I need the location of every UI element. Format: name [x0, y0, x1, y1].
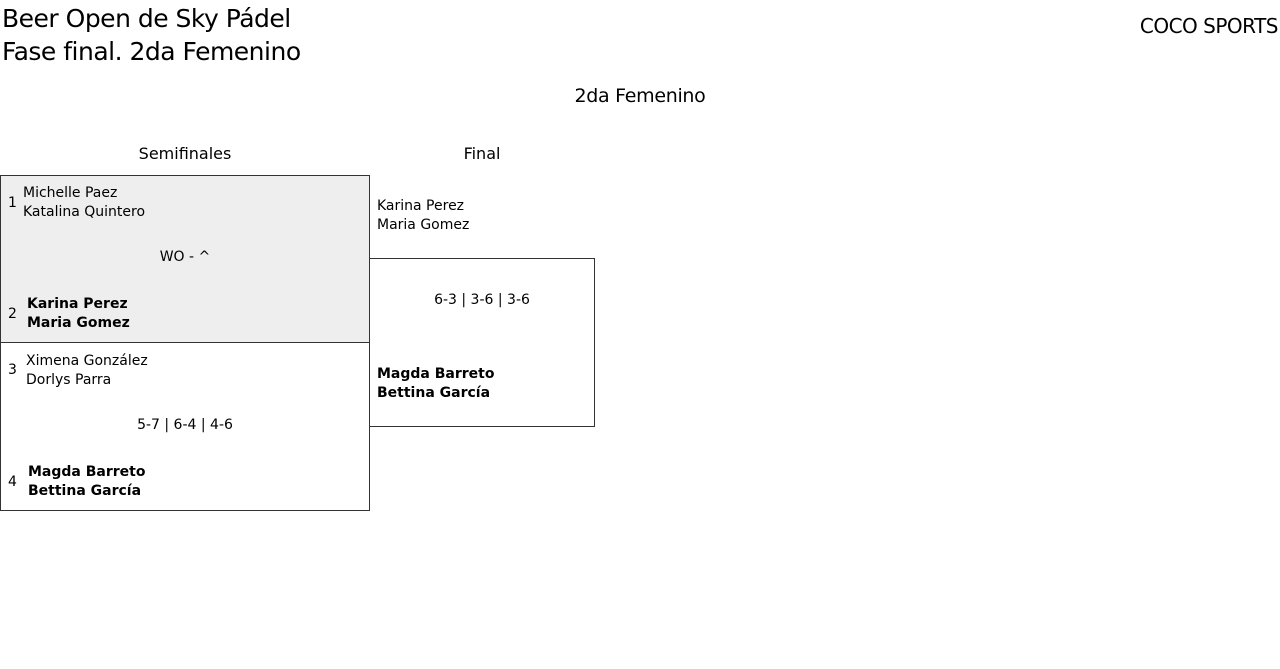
semifinal-match-1[interactable]: 1 Michelle Paez Katalina Quintero WO - ^…: [0, 175, 370, 343]
final-team-2-winner: Magda Barreto Bettina García: [377, 365, 494, 403]
player-name: Katalina Quintero: [23, 204, 146, 220]
match-score: 5-7 | 6-4 | 4-6: [137, 417, 233, 433]
player-name: Dorlys Parra: [26, 372, 112, 388]
player-name: Bettina García: [377, 385, 491, 401]
final-team-1: Karina Perez Maria Gomez: [377, 197, 469, 235]
seed-number: 4: [8, 474, 17, 490]
match-score: 6-3 | 3-6 | 3-6: [434, 292, 530, 308]
phase-name: Fase final. 2da Femenino: [2, 37, 301, 66]
player-name: Magda Barreto: [377, 366, 495, 382]
seed-number: 3: [8, 362, 17, 378]
player-name: Magda Barreto: [28, 464, 146, 480]
semifinal-match-2[interactable]: 3 Ximena González Dorlys Parra 5-7 | 6-4…: [0, 342, 370, 511]
tournament-name: Beer Open de Sky Pádel: [2, 4, 291, 33]
category-title: 2da Femenino: [574, 85, 706, 107]
player-name: Bettina García: [28, 483, 142, 499]
player-name: Ximena González: [26, 353, 148, 369]
brand-name: COCO SPORTS: [1139, 14, 1279, 38]
page-title: Beer Open de Sky Pádel Fase final. 2da F…: [2, 2, 301, 68]
final-match[interactable]: 6-3 | 3-6 | 3-6 Magda Barreto Bettina Ga…: [369, 258, 595, 427]
team-1: Ximena González Dorlys Parra: [26, 352, 148, 390]
seed-number: 2: [8, 306, 17, 322]
player-name: Karina Perez: [377, 198, 465, 214]
team-2-winner: Karina Perez Maria Gomez: [27, 295, 130, 333]
player-name: Karina Perez: [27, 296, 128, 312]
player-name: Maria Gomez: [377, 217, 470, 233]
seed-number: 1: [8, 195, 17, 211]
round-header-final: Final: [463, 144, 501, 163]
round-header-semifinals: Semifinales: [138, 144, 232, 163]
team-1: Michelle Paez Katalina Quintero: [23, 184, 145, 222]
player-name: Michelle Paez: [23, 185, 118, 201]
team-2-winner: Magda Barreto Bettina García: [28, 463, 145, 501]
match-score: WO - ^: [159, 249, 211, 265]
player-name: Maria Gomez: [27, 315, 130, 331]
